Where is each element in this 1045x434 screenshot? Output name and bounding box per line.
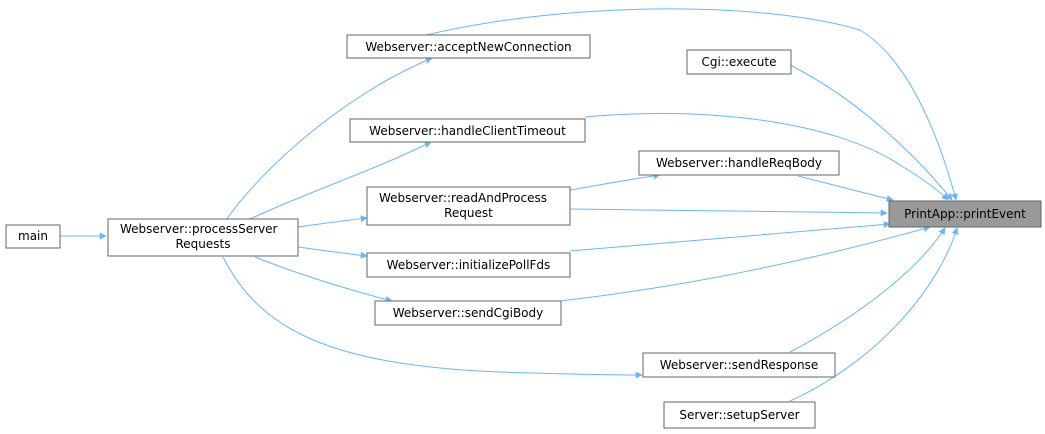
edge-sendCgiBody-to-printEvent [559,225,931,302]
node-handleClientTimeout-label: Webserver::handleClientTimeout [369,124,566,138]
node-initializePollFds-label: Webserver::initializePollFds [387,258,551,272]
node-initializePollFds[interactable]: Webserver::initializePollFds [366,252,571,278]
edge-processServerRequests-to-sendCgiBody [254,256,393,303]
node-handleClientTimeout[interactable]: Webserver::handleClientTimeout [349,118,586,143]
edge-readAndProcessRequest-to-printEvent [569,208,888,217]
edge-handleReqBody-to-printEvent [797,175,894,202]
node-printEvent-label: PrintApp::printEvent [904,207,1026,221]
node-main-label: main [18,229,48,243]
edge-processServerRequests-to-readAndProcessRequest [297,215,368,228]
edges-layer [60,8,959,402]
node-sendResponse[interactable]: Webserver::sendResponse [642,352,836,378]
edge-readAndProcessRequest-to-handleReqBody [569,172,661,191]
node-readAndProcessRequest-label-line1: Webserver::readAndProcess [379,191,547,205]
node-handleReqBody-label: Webserver::handleReqBody [656,156,822,170]
node-main[interactable]: main [5,224,61,249]
node-setupServer-label: Server::setupServer [679,408,799,422]
edge-initializePollFds-to-printEvent [569,221,891,252]
edge-cgiExecute-to-printEvent [789,64,953,201]
edge-processServerRequests-to-acceptNewConnection [225,57,433,221]
node-sendResponse-label: Webserver::sendResponse [660,358,819,372]
node-processServerRequests-label-line2: Requests [176,237,231,251]
node-setupServer[interactable]: Server::setupServer [663,401,816,429]
edge-processServerRequests-to-handleClientTimeout [247,141,432,221]
node-handleReqBody[interactable]: Webserver::handleReqBody [638,150,840,176]
node-cgiExecute-label: Cgi::execute [702,55,777,69]
node-printEvent[interactable]: PrintApp::printEvent [888,200,1042,228]
edge-acceptNewConnection-to-printEvent [421,8,958,201]
edge-handleClientTimeout-to-printEvent [584,113,949,201]
edge-processServerRequests-to-initializePollFds [297,246,368,259]
node-acceptNewConnection-label: Webserver::acceptNewConnection [365,40,571,54]
node-acceptNewConnection[interactable]: Webserver::acceptNewConnection [346,34,591,59]
node-readAndProcessRequest-label-line2: Request [444,206,493,220]
edge-sendResponse-to-printEvent [789,227,946,353]
edge-setupServer-to-printEvent [789,227,959,402]
node-cgiExecute[interactable]: Cgi::execute [686,49,792,75]
node-sendCgiBody-label: Webserver::sendCgiBody [393,306,544,320]
node-processServerRequests-label-line1: Webserver::processServer [120,222,278,236]
node-readAndProcessRequest[interactable]: Webserver::readAndProcess Request [366,186,571,226]
edge-processServerRequests-to-sendResponse [222,256,643,379]
node-processServerRequests[interactable]: Webserver::processServer Requests [107,218,299,257]
nodes-layer: main Webserver::processServer Requests W… [5,34,1042,429]
node-sendCgiBody[interactable]: Webserver::sendCgiBody [374,300,562,326]
